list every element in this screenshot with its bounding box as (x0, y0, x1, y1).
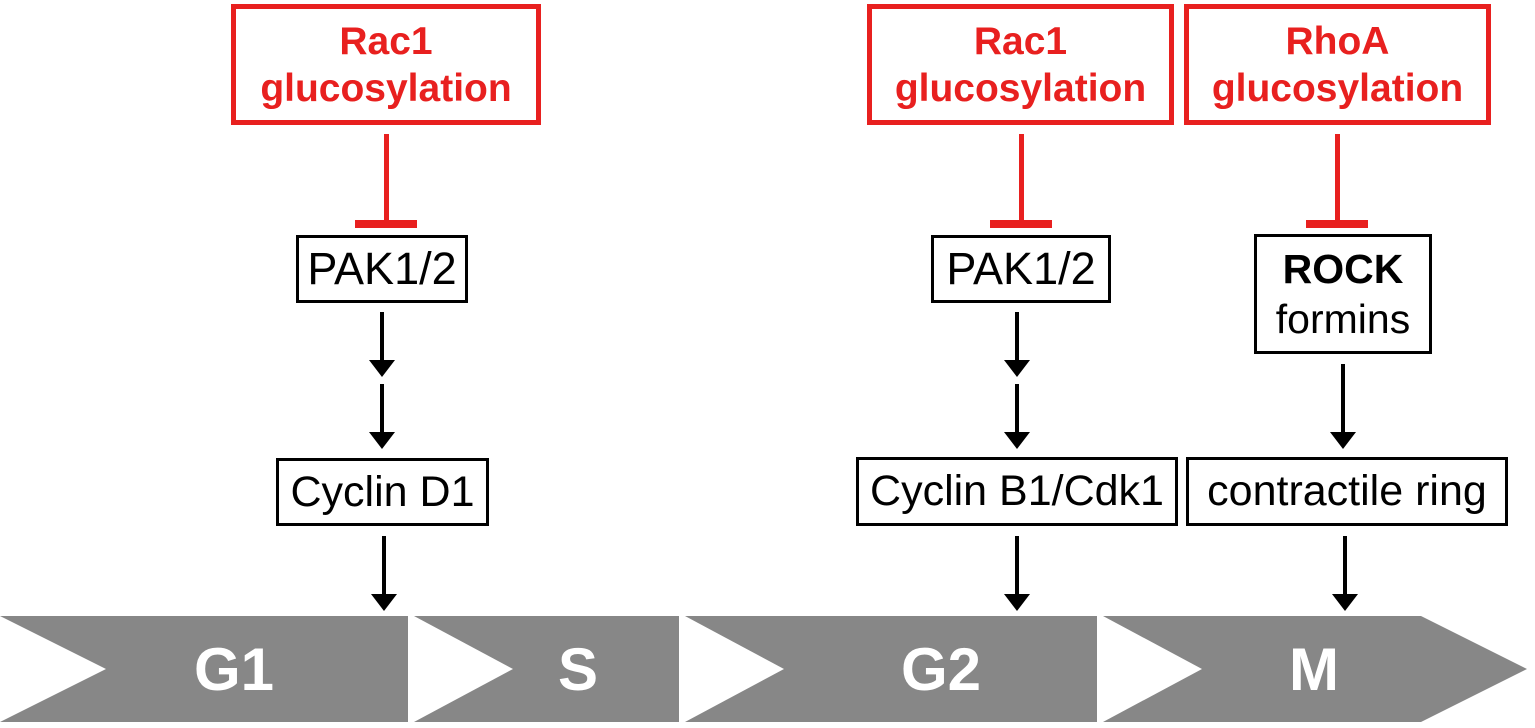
tbar-stem (384, 134, 389, 222)
inhibitor-line1: Rac1 (339, 19, 433, 63)
phase-divider-icon (1103, 616, 1202, 722)
arrow-head (1004, 594, 1030, 611)
inhibitor-line2: glucosylation (260, 66, 512, 110)
arrow-head (371, 594, 397, 611)
arrow-head (1332, 594, 1358, 611)
arrow-shaft (1015, 384, 1019, 432)
down-arrow-icon (1332, 536, 1358, 611)
phase-divider-gap (679, 616, 685, 722)
arrow-head (369, 432, 395, 449)
effector-label: contractile ring (1207, 467, 1487, 515)
inhibitor-line1: RhoA (1285, 19, 1390, 63)
arrow-shaft (1343, 536, 1347, 594)
phase-label-g2: G2 (900, 635, 982, 703)
effector-label: Cyclin D1 (290, 467, 475, 516)
arrow-shaft (380, 384, 384, 432)
arrow-head (369, 360, 395, 377)
band-start-notch-icon (0, 616, 106, 722)
arrow-shaft (380, 312, 384, 360)
inhibitor-line2: glucosylation (894, 66, 1147, 110)
arrow-shaft (382, 536, 386, 594)
phase-divider-icon (414, 616, 513, 722)
kinase-box-rock-formins: ROCK formins (1254, 234, 1432, 354)
arrow-shaft (1015, 312, 1019, 360)
phase-label-g1: G1 (193, 635, 275, 703)
effector-label: Cyclin B1/Cdk1 (870, 467, 1164, 515)
tbar-crossbar (1306, 220, 1368, 228)
kinase-label-rock: ROCK (1282, 246, 1404, 292)
phase-label-s: S (557, 635, 599, 703)
kinase-label: PAK1/2 (307, 243, 457, 294)
tbar-crossbar (355, 220, 417, 228)
phase-label-m: M (1289, 635, 1339, 703)
arrow-head (1330, 432, 1356, 449)
arrow-head (1004, 432, 1030, 449)
arrow-head (1004, 360, 1030, 377)
tbar-stem (1019, 134, 1024, 222)
cell-cycle-band (0, 616, 1527, 722)
tbar-crossbar (990, 220, 1052, 228)
tbar-stem (1335, 134, 1340, 222)
kinase-box-pak12-g2: PAK1/2 (931, 235, 1111, 303)
arrow-shaft (1341, 364, 1345, 432)
kinase-label-formins: formins (1275, 296, 1411, 342)
down-arrow-icon (369, 384, 395, 449)
inhibitor-line2: glucosylation (1211, 66, 1464, 110)
down-arrow-icon (1004, 312, 1030, 377)
down-arrow-icon (1004, 384, 1030, 449)
effector-box-cyclin-b1-cdk1: Cyclin B1/Cdk1 (856, 457, 1178, 526)
inhibitor-line1: Rac1 (973, 19, 1068, 63)
down-arrow-icon (1330, 364, 1356, 449)
phase-divider-gap (408, 616, 414, 722)
down-arrow-icon (371, 536, 397, 611)
effector-box-cyclin-d1: Cyclin D1 (276, 458, 489, 526)
phase-divider-icon (685, 616, 784, 722)
kinase-box-pak12-g1: PAK1/2 (296, 235, 468, 303)
inhibitor-box-rac1-glucosylation-g2: Rac1 glucosylation (867, 4, 1174, 125)
kinase-label: PAK1/2 (946, 243, 1096, 294)
inhibitor-box-rac1-glucosylation-g1: Rac1 glucosylation (231, 4, 541, 125)
down-arrow-icon (369, 312, 395, 377)
effector-box-contractile-ring: contractile ring (1186, 457, 1508, 526)
down-arrow-icon (1004, 536, 1030, 611)
arrow-shaft (1015, 536, 1019, 594)
inhibitor-box-rhoa-glucosylation-m: RhoA glucosylation (1184, 4, 1491, 125)
phase-divider-gap (1097, 616, 1103, 722)
